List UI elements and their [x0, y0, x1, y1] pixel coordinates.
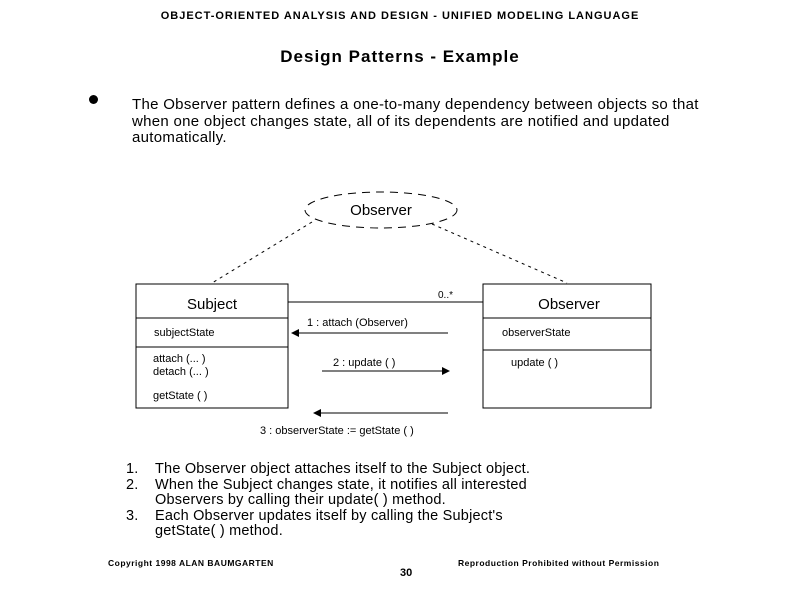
observer-operation-update: update ( ): [511, 357, 558, 369]
step-line: The Observer object attaches itself to t…: [155, 461, 531, 477]
step-line: When the Subject changes state, it notif…: [155, 476, 527, 493]
step-item: 1. The Observer object attaches itself t…: [123, 461, 723, 478]
subject-attribute: subjectState: [154, 327, 215, 339]
page-number: 30: [400, 567, 413, 579]
step-line: getState( ) method.: [155, 523, 283, 539]
role-link-subject: [211, 221, 313, 284]
message-getstate-label: 3 : observerState := getState ( ): [260, 425, 414, 437]
subject-class: Subject subjectState attach (... ) detac…: [135, 283, 289, 409]
association-multiplicity: 0..*: [438, 290, 453, 301]
subject-operation-getstate: getState ( ): [153, 390, 207, 402]
message-attach-label: 1 : attach (Observer): [307, 317, 408, 329]
subject-operation-detach: detach (... ): [153, 366, 209, 378]
footer-notice: Reproduction Prohibited without Permissi…: [458, 558, 660, 568]
step-item: 2. When the Subject changes state, it no…: [123, 476, 723, 509]
observer-class: Observer observerState update ( ): [482, 283, 652, 409]
collaboration-ellipse: [304, 191, 458, 229]
step-line: Observers by calling their update( ) met…: [155, 492, 446, 508]
steps-list: 1. The Observer object attaches itself t…: [123, 461, 723, 540]
message-update-label: 2 : update ( ): [333, 357, 395, 369]
course-header: OBJECT-ORIENTED ANALYSIS AND DESIGN - UN…: [160, 10, 640, 22]
collaboration-label: Observer: [350, 202, 412, 219]
step-number: 2.: [126, 476, 139, 493]
footer-copyright: Copyright 1998 ALAN BAUMGARTEN: [108, 558, 274, 568]
step-line: Each Observer updates itself by calling …: [155, 507, 503, 524]
bullet-text: The Observer pattern defines a one-to-ma…: [132, 96, 699, 146]
step-item: 3. Each Observer updates itself by calli…: [123, 507, 723, 540]
subject-class-name: Subject: [187, 296, 238, 313]
observer-attribute: observerState: [502, 327, 570, 339]
role-link-observer: [431, 223, 568, 284]
step-number: 3.: [126, 507, 139, 524]
slide-title: Design Patterns - Example: [280, 47, 520, 66]
observer-class-name: Observer: [538, 296, 600, 313]
bullet-dot: [89, 95, 98, 104]
subject-operation-attach: attach (... ): [153, 353, 206, 365]
step-number: 1.: [126, 461, 139, 477]
